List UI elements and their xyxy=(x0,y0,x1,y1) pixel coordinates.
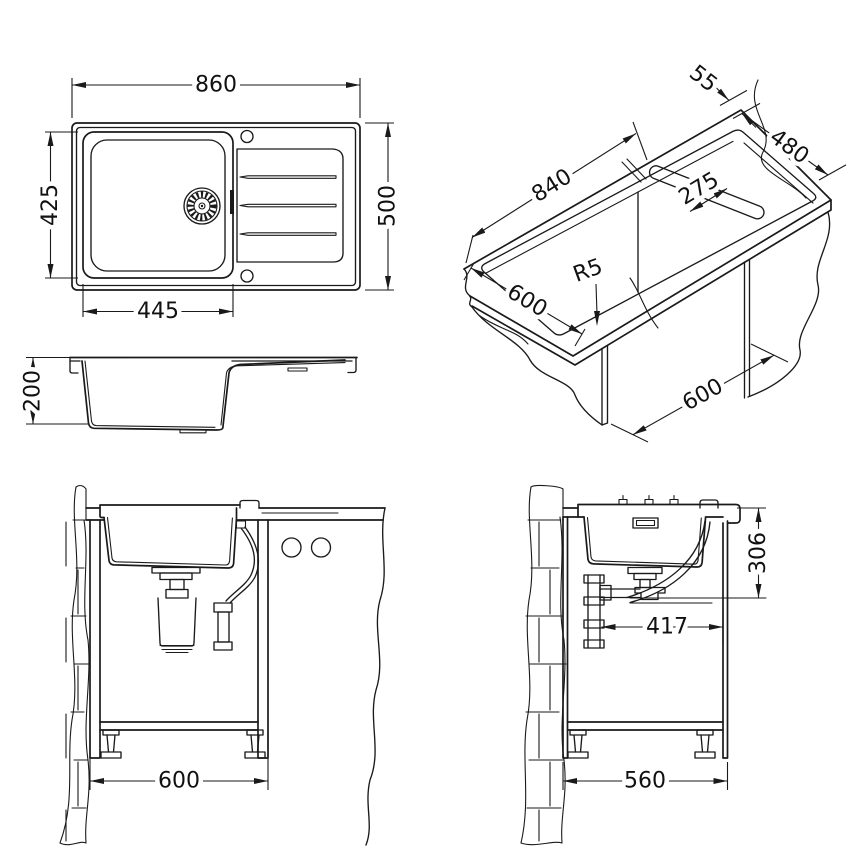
section-bowl-inner xyxy=(84,360,346,428)
iso-counter-thickness xyxy=(471,199,832,366)
front-brick-wall xyxy=(59,484,91,846)
iso-dimensions: 840 600 55 480 275 R5 60 xyxy=(463,56,847,443)
dim-425: 425 xyxy=(38,184,63,226)
dim-600-cabinet: 600 xyxy=(679,374,728,416)
sink-outline xyxy=(71,122,361,291)
drain-strainer xyxy=(183,187,221,225)
drainboard-grooves xyxy=(239,175,337,236)
iso-cutout-inner-faces xyxy=(484,140,814,275)
dim-55: 55 xyxy=(684,61,721,98)
dim-r5: R5 xyxy=(570,254,606,288)
front-installation-view: 600 xyxy=(59,484,386,846)
front-bowl-inner xyxy=(106,516,233,566)
side-rim-front-hook xyxy=(717,503,741,524)
iso-left-panel-tear-inner xyxy=(479,315,529,345)
front-overflow-hose xyxy=(225,526,260,604)
front-counter xyxy=(85,507,386,521)
dim-480: 480 xyxy=(765,125,814,170)
tap-hole-bottom xyxy=(240,269,254,283)
iso-right-panel-edge xyxy=(743,259,751,399)
front-feet xyxy=(100,729,266,759)
tap-hole-top xyxy=(240,129,254,144)
dim-417: 417 xyxy=(646,615,688,640)
dim-600-front: 600 xyxy=(158,769,200,794)
dim-200: 200 xyxy=(21,370,46,412)
iso-panel-tear-through xyxy=(629,277,659,329)
side-bowl-inner xyxy=(586,516,702,565)
side-brick-wall xyxy=(520,484,567,846)
front-sink-rim xyxy=(99,504,241,519)
side-counter xyxy=(562,507,724,518)
dim-500: 500 xyxy=(376,185,401,227)
section-dimensions: 200 xyxy=(16,356,89,425)
iso-left-panel-tear xyxy=(471,306,603,426)
front-panel-hole-2 xyxy=(310,537,332,558)
side-overflow-box-inner xyxy=(635,519,656,527)
bowl-inner xyxy=(90,139,226,272)
side-feet xyxy=(567,729,716,759)
dim-860: 860 xyxy=(195,73,237,98)
top-view-dimensions: 860 425 500 445 xyxy=(34,68,406,329)
section-drain-recess xyxy=(179,429,207,434)
iso-right-panel-tear xyxy=(747,211,831,398)
section-overflow-channel xyxy=(287,367,308,372)
overflow-slot xyxy=(230,190,234,214)
section-right-end xyxy=(347,356,357,374)
front-cabinet xyxy=(89,519,269,759)
dim-840: 840 xyxy=(528,164,577,207)
side-sink-rim xyxy=(577,503,719,518)
drainboard-outline xyxy=(236,148,344,263)
dim-445: 445 xyxy=(137,299,179,324)
front-panel-hole-1 xyxy=(281,537,302,558)
dim-275: 275 xyxy=(675,167,724,210)
front-drain-trap xyxy=(151,526,260,654)
side-installation-view: 306 417 560 xyxy=(520,484,776,846)
top-view: 860 425 500 445 xyxy=(34,68,406,329)
side-overflow-box xyxy=(632,517,659,529)
side-bowl-profile xyxy=(583,516,707,568)
side-dimensions: 306 417 560 xyxy=(562,507,776,798)
iso-counter-tear xyxy=(463,268,473,308)
iso-left-panel-edge xyxy=(601,345,609,426)
front-overflow-outlet xyxy=(235,520,247,529)
side-mounting-clips xyxy=(618,494,679,506)
dim-306: 306 xyxy=(746,532,771,574)
dim-560: 560 xyxy=(624,769,666,794)
front-torn-edge xyxy=(365,507,386,846)
bowl-outer xyxy=(82,131,234,279)
side-drain-plumbing xyxy=(583,566,666,649)
front-bowl-profile xyxy=(103,507,238,569)
isometric-view: 840 600 55 480 275 R5 60 xyxy=(463,56,847,443)
dim-600-counter: 600 xyxy=(503,279,552,322)
iso-break-squiggle xyxy=(753,79,807,199)
section-view: 200 xyxy=(16,356,358,434)
section-left-end xyxy=(69,356,79,374)
sink-rim-inner-line xyxy=(75,126,357,287)
front-dimensions: 600 xyxy=(89,733,269,798)
front-overflow-cap xyxy=(239,499,260,509)
side-outlet-line xyxy=(629,597,767,604)
side-tap-hole-cap xyxy=(699,499,719,509)
